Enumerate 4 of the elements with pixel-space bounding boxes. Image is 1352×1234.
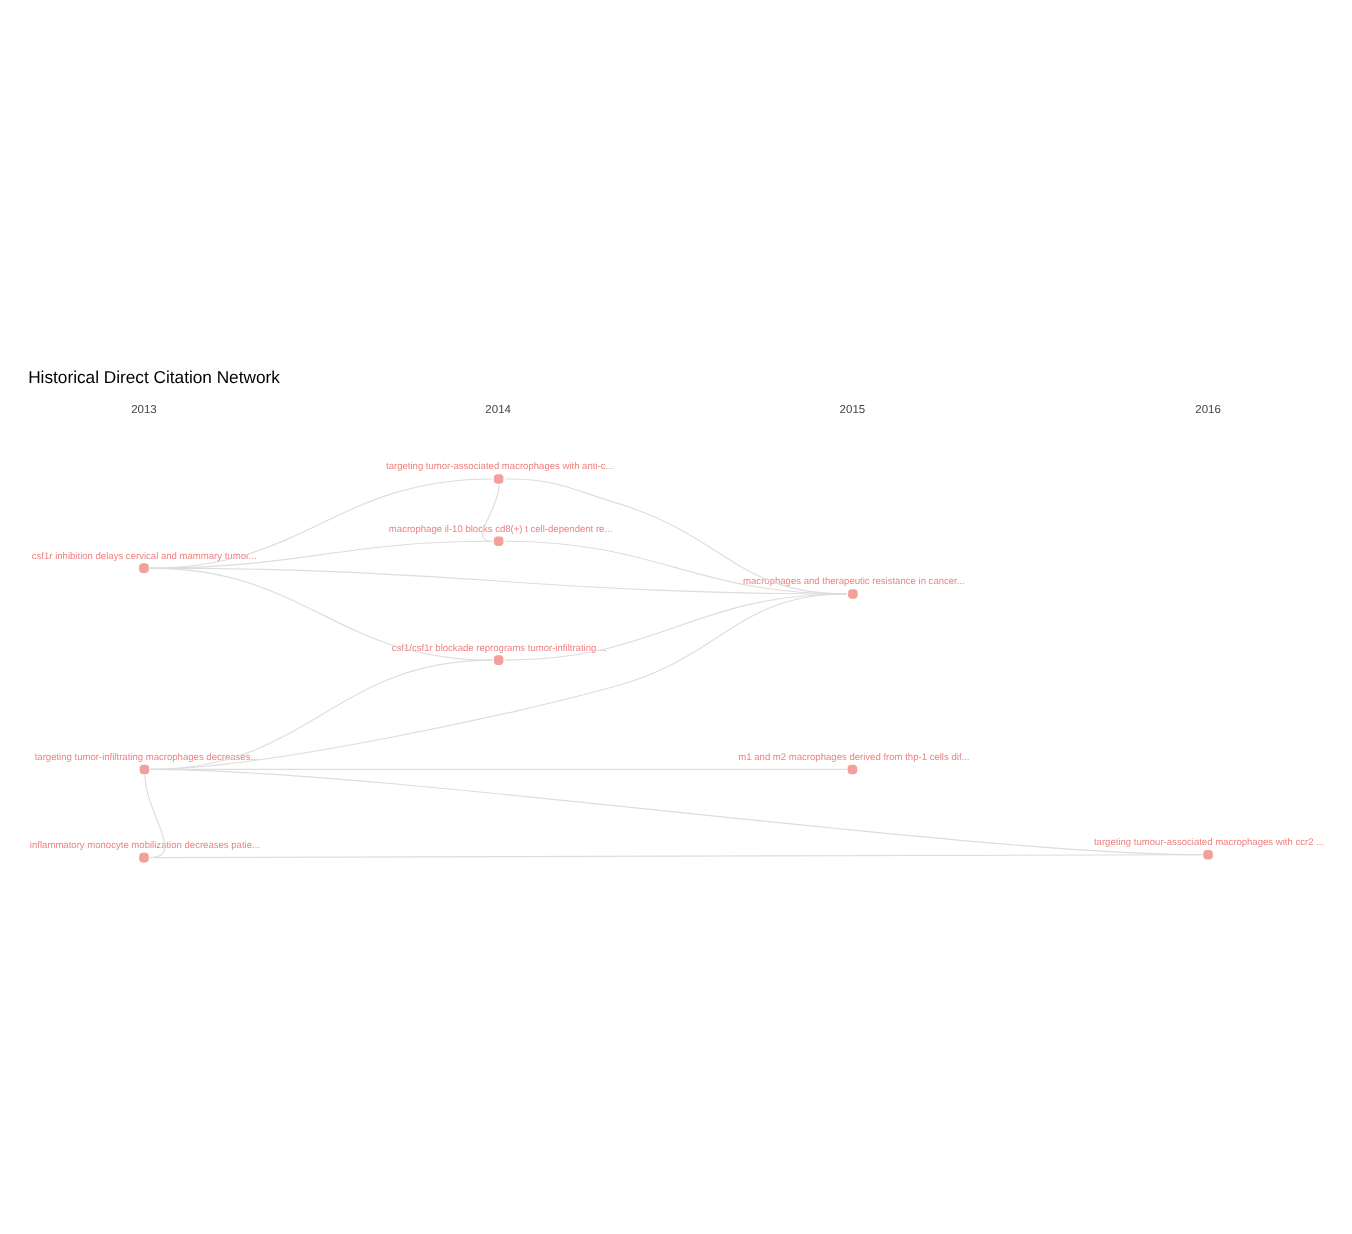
connector bbox=[482, 484, 500, 542]
connector bbox=[149, 854, 1203, 859]
connector bbox=[144, 774, 166, 859]
diagram-title: Historical Direct Citation Network bbox=[28, 367, 280, 388]
